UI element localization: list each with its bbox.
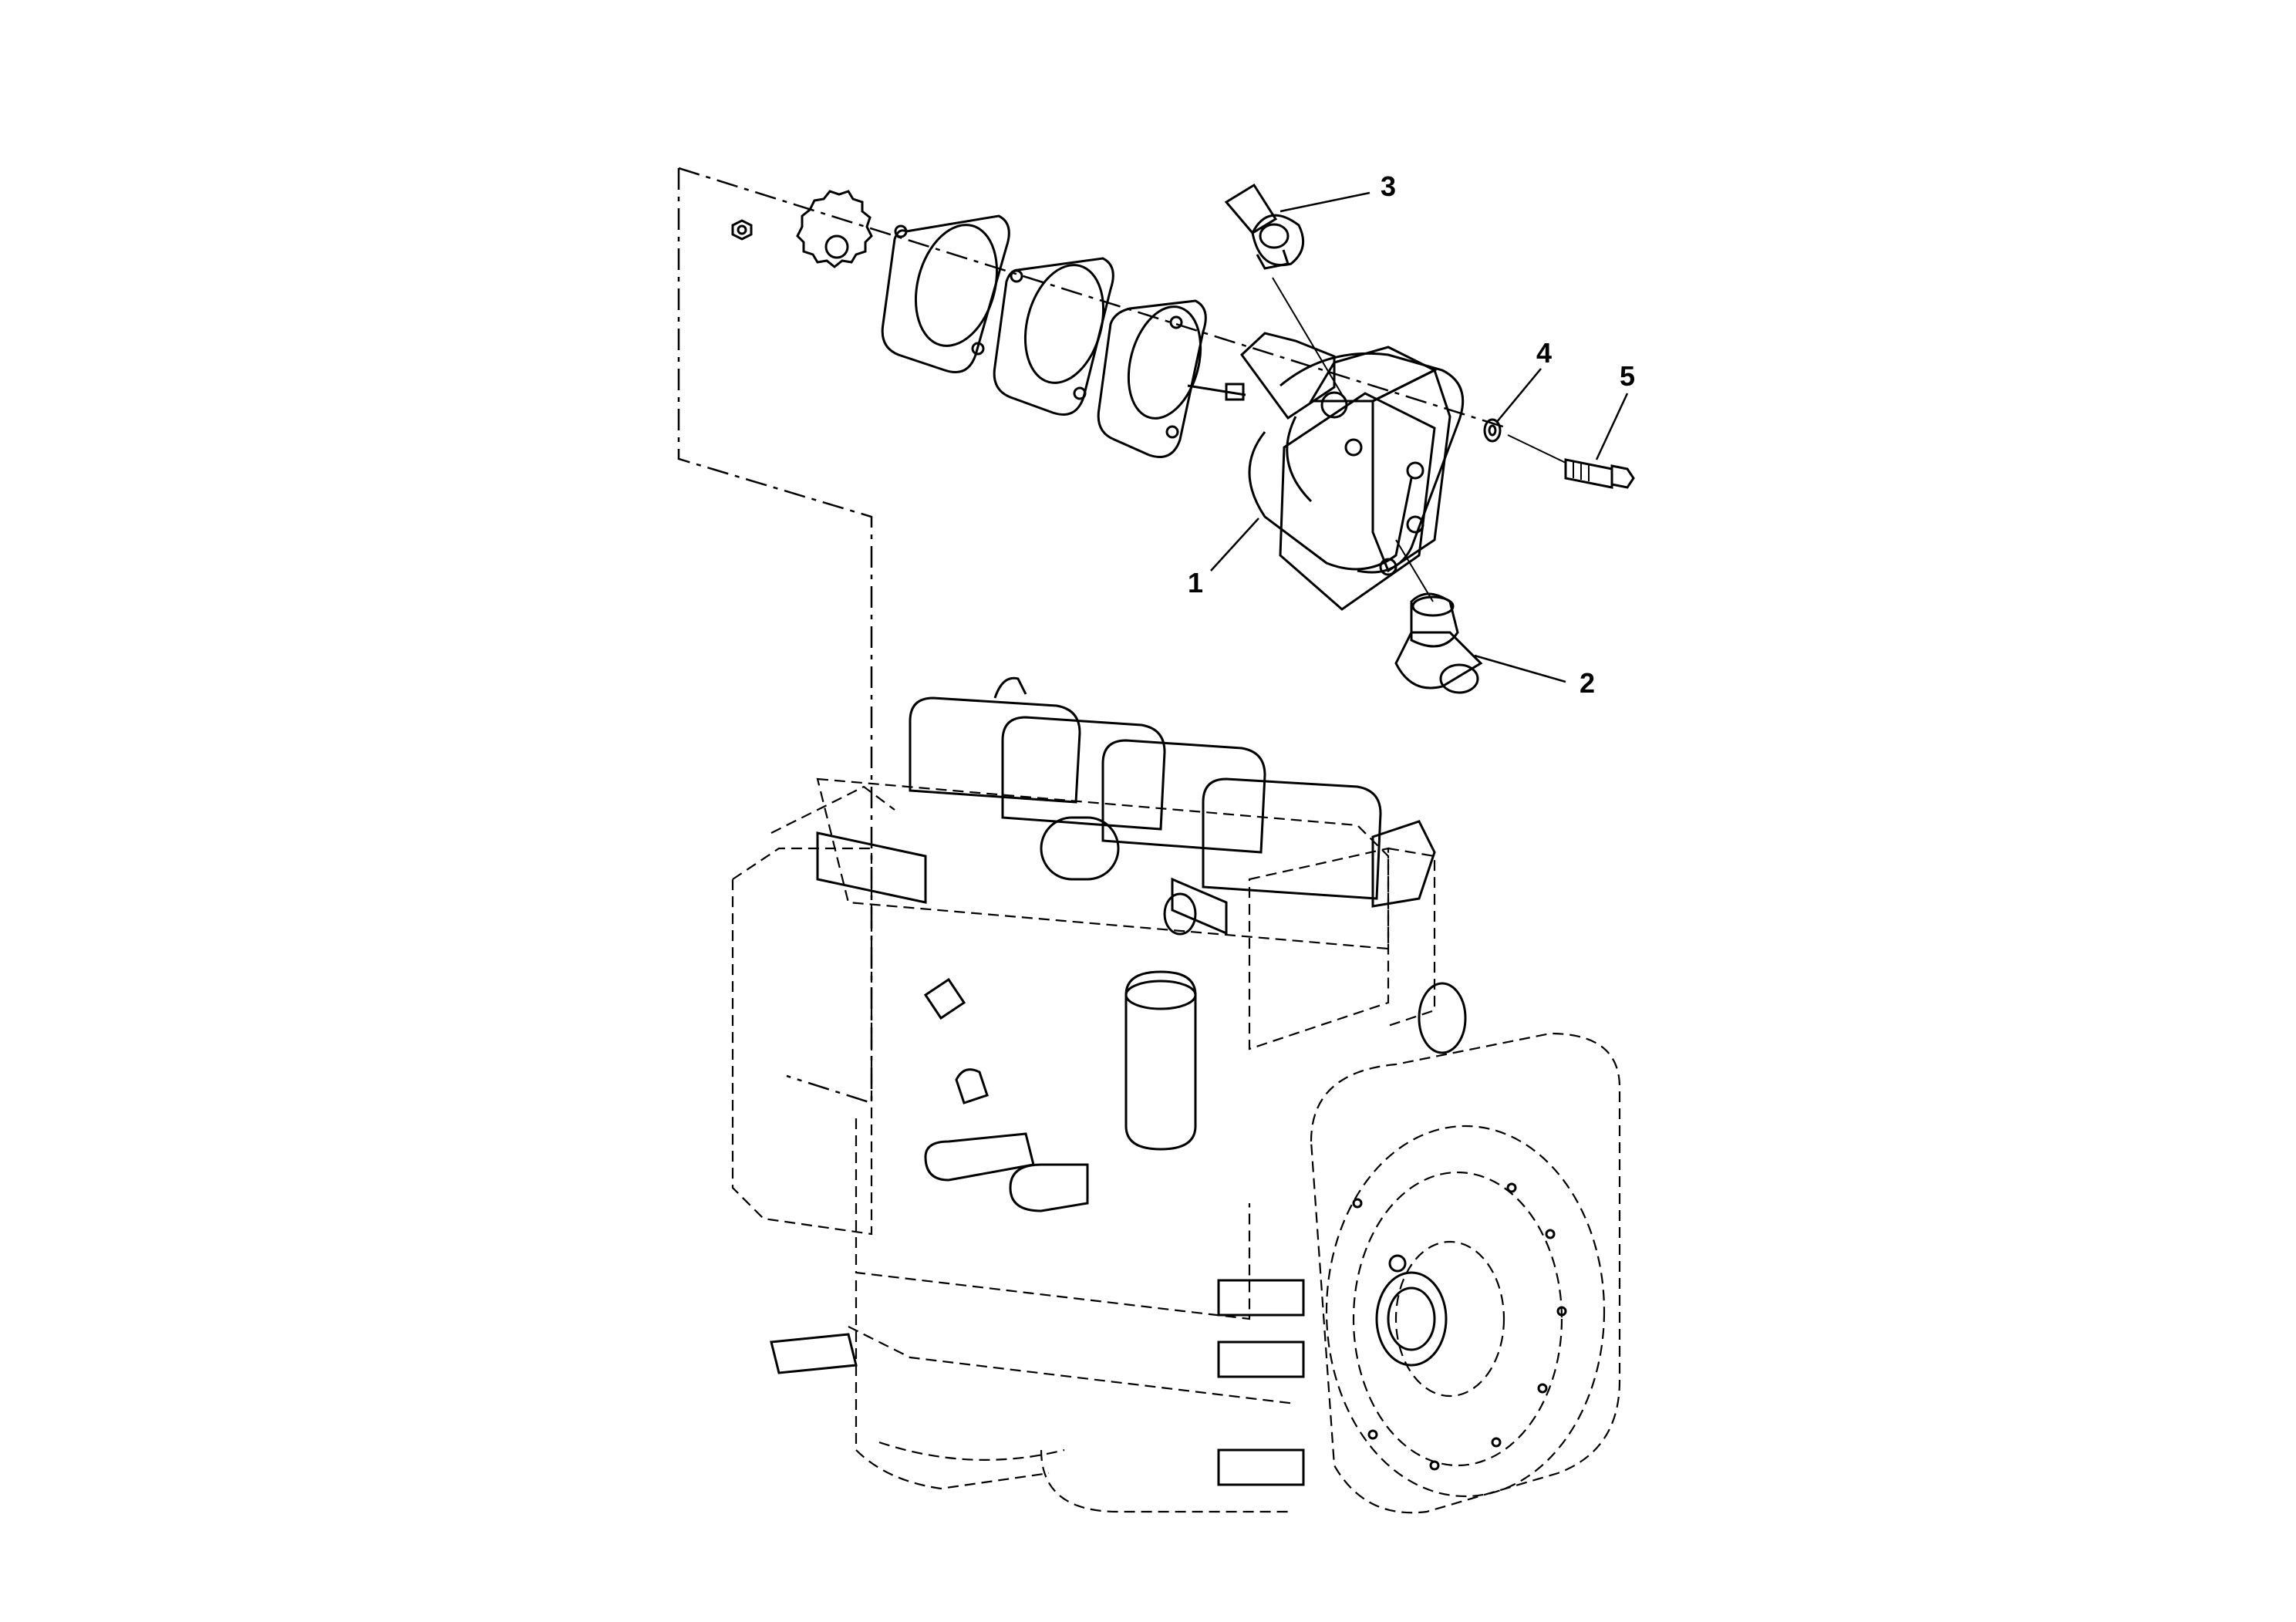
flange-gasket-1 bbox=[881, 214, 1010, 373]
phantom-reference-line bbox=[677, 167, 1509, 1104]
drive-gear bbox=[796, 190, 873, 268]
leader-4 bbox=[1495, 368, 1542, 423]
callout-2: 2 bbox=[1580, 667, 1595, 699]
hydraulic-pump bbox=[1187, 332, 1465, 611]
straight-fitting-bottom bbox=[1394, 592, 1483, 694]
engine-block-reference bbox=[731, 676, 1621, 1514]
callout-5: 5 bbox=[1620, 360, 1635, 392]
leader-1 bbox=[1210, 518, 1259, 572]
bolt bbox=[1564, 458, 1635, 489]
shaft-nut bbox=[731, 219, 753, 241]
exploded-pump-assembly bbox=[731, 183, 1635, 694]
flange-gasket-2 bbox=[993, 257, 1114, 416]
callout-3: 3 bbox=[1381, 170, 1396, 202]
leader-3 bbox=[1279, 191, 1371, 213]
leader-lines bbox=[1210, 191, 1629, 683]
washer bbox=[1483, 418, 1502, 443]
leader-2 bbox=[1474, 654, 1566, 683]
flange-gasket-3 bbox=[1097, 299, 1207, 458]
callout-1: 1 bbox=[1188, 567, 1203, 599]
callouts: 1 2 3 4 5 bbox=[1188, 170, 1635, 699]
elbow-fitting-top bbox=[1224, 183, 1305, 270]
leader-5 bbox=[1595, 393, 1629, 460]
callout-4: 4 bbox=[1536, 337, 1552, 369]
